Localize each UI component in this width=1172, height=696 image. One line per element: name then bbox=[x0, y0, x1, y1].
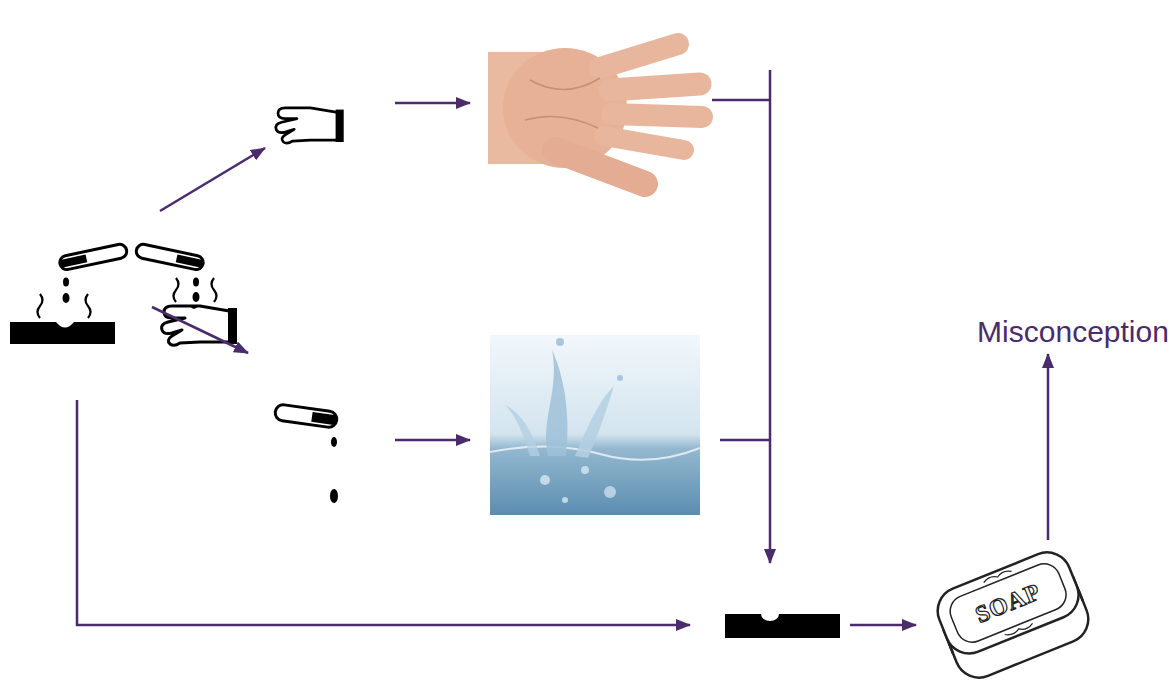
finger bbox=[600, 44, 678, 68]
hand-icon bbox=[276, 108, 344, 143]
tube-liquid bbox=[311, 412, 336, 425]
soap-ornament bbox=[983, 569, 1012, 583]
hand-outline bbox=[162, 306, 235, 345]
water-splash bbox=[505, 405, 540, 456]
flow-arrow bbox=[395, 102, 470, 105]
corrosive-symbol bbox=[10, 243, 237, 345]
water-splash bbox=[546, 350, 567, 456]
bubble bbox=[604, 486, 616, 498]
bubble bbox=[540, 475, 550, 485]
fume bbox=[86, 294, 91, 318]
droplet bbox=[556, 338, 564, 346]
surface-pit bbox=[761, 607, 779, 621]
fume bbox=[174, 278, 179, 302]
water-surface bbox=[490, 446, 700, 459]
flow-arrow bbox=[850, 624, 916, 627]
flow-arrow bbox=[1047, 354, 1050, 540]
soap-ornament bbox=[1005, 623, 1034, 637]
surface-pit bbox=[56, 322, 74, 328]
concept-node: Misconception bbox=[973, 310, 1172, 354]
drop bbox=[193, 292, 200, 302]
flow-arrow bbox=[152, 307, 248, 353]
drop bbox=[330, 489, 338, 503]
bubble bbox=[562, 497, 568, 503]
water-photo bbox=[490, 335, 700, 515]
test-tube-icon bbox=[274, 404, 338, 503]
hand-photo bbox=[488, 44, 702, 184]
drop bbox=[63, 293, 70, 303]
tube-liquid bbox=[176, 254, 203, 267]
connector-layer bbox=[1048, 354, 1049, 540]
flow-arrow bbox=[769, 70, 772, 563]
fume bbox=[212, 278, 217, 302]
flow-arrow bbox=[160, 148, 265, 211]
water-background bbox=[490, 335, 700, 515]
test-tube bbox=[274, 404, 338, 428]
drop bbox=[331, 437, 337, 447]
water-splash bbox=[575, 386, 614, 458]
tube-liquid bbox=[60, 254, 87, 267]
test-tube bbox=[59, 243, 128, 271]
hand-cuff bbox=[228, 308, 237, 344]
palm-crease bbox=[530, 78, 600, 90]
fume bbox=[38, 294, 43, 318]
finger bbox=[604, 136, 684, 150]
drop bbox=[193, 278, 199, 287]
flow-arrow bbox=[77, 400, 690, 625]
surface-bar bbox=[10, 322, 115, 344]
test-tube bbox=[135, 243, 204, 271]
pitted-surface bbox=[725, 607, 840, 638]
concept-text: Misconception bbox=[973, 310, 1172, 354]
palm-crease bbox=[525, 116, 598, 128]
flow-arrow bbox=[395, 439, 470, 442]
droplet bbox=[617, 375, 623, 381]
finger bbox=[610, 84, 700, 90]
hand-outline bbox=[276, 108, 342, 143]
merge-line bbox=[712, 99, 770, 102]
hand-cuff bbox=[336, 110, 344, 142]
drop bbox=[63, 278, 69, 287]
merge-line bbox=[720, 439, 770, 442]
finger bbox=[612, 114, 702, 117]
surface-bar bbox=[725, 614, 840, 638]
thumb bbox=[555, 150, 645, 184]
bubble bbox=[581, 466, 589, 474]
hand-pit bbox=[190, 306, 198, 309]
soap-bar: SOAP bbox=[928, 540, 1098, 692]
